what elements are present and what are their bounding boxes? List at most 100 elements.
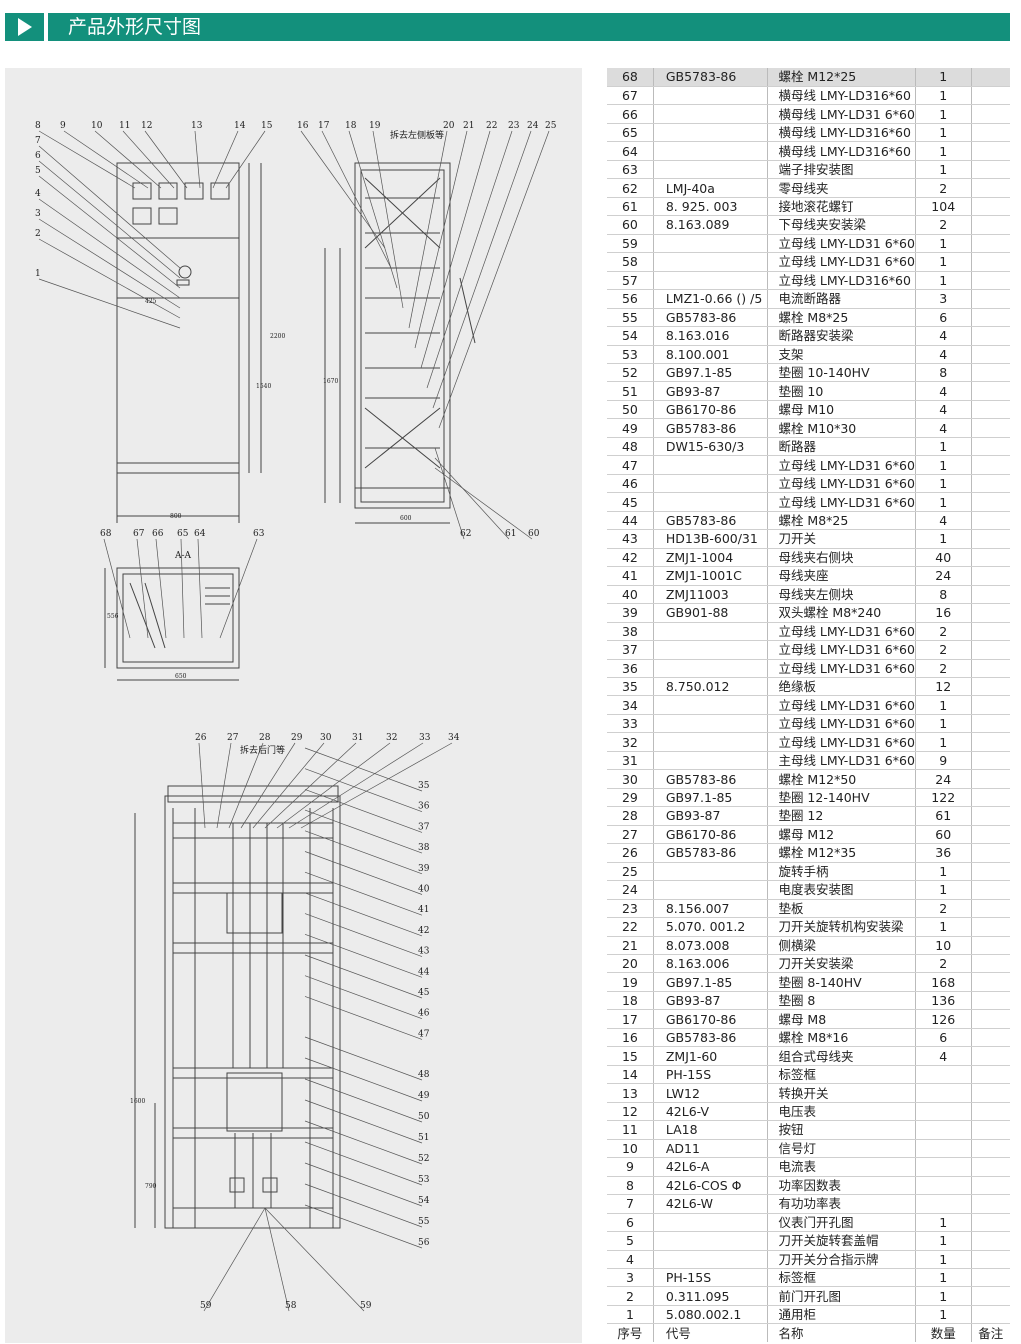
callout-label: 4 xyxy=(35,189,41,199)
callout-label: 5 xyxy=(35,166,41,176)
item-name: 立母线 LMY-LD31 6*60 xyxy=(767,640,916,660)
item-name: 立母线 LMY-LD31 6*60 xyxy=(767,659,916,678)
item-name: 立母线 LMY-LD31 6*60 xyxy=(767,455,916,475)
item-no: 28 xyxy=(607,806,654,826)
item-name: 横母线 LMY-LD31 6*60 xyxy=(767,104,916,124)
item-no: 56 xyxy=(607,289,654,309)
item-no: 4 xyxy=(607,1250,654,1269)
item-code: LA18 xyxy=(653,1120,769,1140)
item-qty: 1 xyxy=(915,474,972,494)
item-name: 刀开关旋转机构安装梁 xyxy=(767,917,916,937)
callout-label: 33 xyxy=(419,733,431,743)
callout-label: 11 xyxy=(119,121,130,131)
item-no: 29 xyxy=(607,788,654,808)
callout-label: 61 xyxy=(505,529,516,539)
item-code: LW12 xyxy=(653,1083,769,1103)
item-remark xyxy=(971,455,1010,475)
item-name: 螺母 M12 xyxy=(767,825,916,845)
item-qty: 2 xyxy=(915,659,972,678)
section-arrow-icon xyxy=(5,13,44,41)
item-no: 68 xyxy=(607,68,654,87)
item-no: 16 xyxy=(607,1028,654,1048)
item-no: 39 xyxy=(607,603,654,623)
item-name: 立母线 LMY-LD31 6*60 xyxy=(767,732,916,752)
item-no: 44 xyxy=(607,511,654,531)
item-qty xyxy=(915,1083,972,1103)
item-name: 下母线夹安装梁 xyxy=(767,215,916,235)
item-remark xyxy=(971,363,1010,383)
callout-label: 27 xyxy=(227,733,239,743)
item-code xyxy=(653,86,769,106)
item-code xyxy=(653,695,769,715)
item-name: 绝缘板 xyxy=(767,677,916,697)
leader-line xyxy=(304,1036,423,1081)
item-no: 36 xyxy=(607,659,654,678)
item-name: 螺母 M8 xyxy=(767,1009,916,1029)
item-no: 64 xyxy=(607,141,654,161)
item-no: 50 xyxy=(607,400,654,420)
leader-line xyxy=(304,892,423,937)
item-name: 立母线 LMY-LD31 6*60 xyxy=(767,474,916,494)
item-code: GB5783-86 xyxy=(653,68,769,87)
back-view-note: 拆去后门等 xyxy=(240,744,285,756)
item-name: 旋转手柄 xyxy=(767,862,916,882)
item-qty: 4 xyxy=(915,400,972,420)
item-no: 47 xyxy=(607,455,654,475)
callout-label: 64 xyxy=(194,529,206,539)
item-name: 电流断路器 xyxy=(767,289,916,309)
item-code: GB93-87 xyxy=(653,991,769,1011)
item-code: GB6170-86 xyxy=(653,400,769,420)
leader-line xyxy=(304,1162,423,1207)
callout-label: 14 xyxy=(234,121,246,131)
item-qty: 1 xyxy=(915,1286,972,1306)
leader-line xyxy=(216,742,232,829)
callout-label: 65 xyxy=(177,529,189,539)
item-no: 14 xyxy=(607,1065,654,1085)
section-title-text: 产品外形尺寸图 xyxy=(68,16,202,38)
item-code: GB93-87 xyxy=(653,806,769,826)
leader-line xyxy=(304,954,423,999)
callout-label: 31 xyxy=(352,733,363,743)
item-name: 刀开关分合指示牌 xyxy=(767,1250,916,1269)
item-name: 横母线 LMY-LD316*60 xyxy=(767,86,916,106)
item-remark xyxy=(971,271,1010,291)
item-remark xyxy=(971,640,1010,660)
callout-label: 17 xyxy=(318,121,330,131)
item-no: 61 xyxy=(607,197,654,217)
item-no: 60 xyxy=(607,215,654,235)
leader-line xyxy=(38,145,181,269)
leader-line xyxy=(38,278,181,329)
item-name: 立母线 LMY-LD31 6*60 xyxy=(767,492,916,512)
back-view xyxy=(134,785,341,1229)
item-name: 螺栓 M12*25 xyxy=(767,68,916,87)
callout-label: 66 xyxy=(152,529,164,539)
leader-line xyxy=(304,975,423,1020)
leader-line xyxy=(414,130,468,349)
item-name: 功率因数表 xyxy=(767,1176,916,1196)
item-remark xyxy=(971,1139,1010,1159)
item-name: 螺栓 M12*50 xyxy=(767,769,916,789)
item-name: 螺栓 M8*25 xyxy=(767,511,916,531)
item-remark xyxy=(971,825,1010,845)
item-remark xyxy=(971,1213,1010,1233)
callout-label: 48 xyxy=(418,1070,430,1080)
item-remark xyxy=(971,788,1010,808)
item-qty: 1 xyxy=(915,492,972,512)
item-name: 立母线 LMY-LD31 6*60 xyxy=(767,622,916,642)
item-qty: 1 xyxy=(915,529,972,549)
item-no: 30 xyxy=(607,769,654,789)
leader-line xyxy=(304,809,423,854)
item-name: 信号灯 xyxy=(767,1139,916,1159)
item-code: ZMJ11003 xyxy=(653,585,769,605)
item-name: 垫板 xyxy=(767,899,916,919)
item-remark xyxy=(971,68,1010,87)
callout-label: 50 xyxy=(418,1112,430,1122)
